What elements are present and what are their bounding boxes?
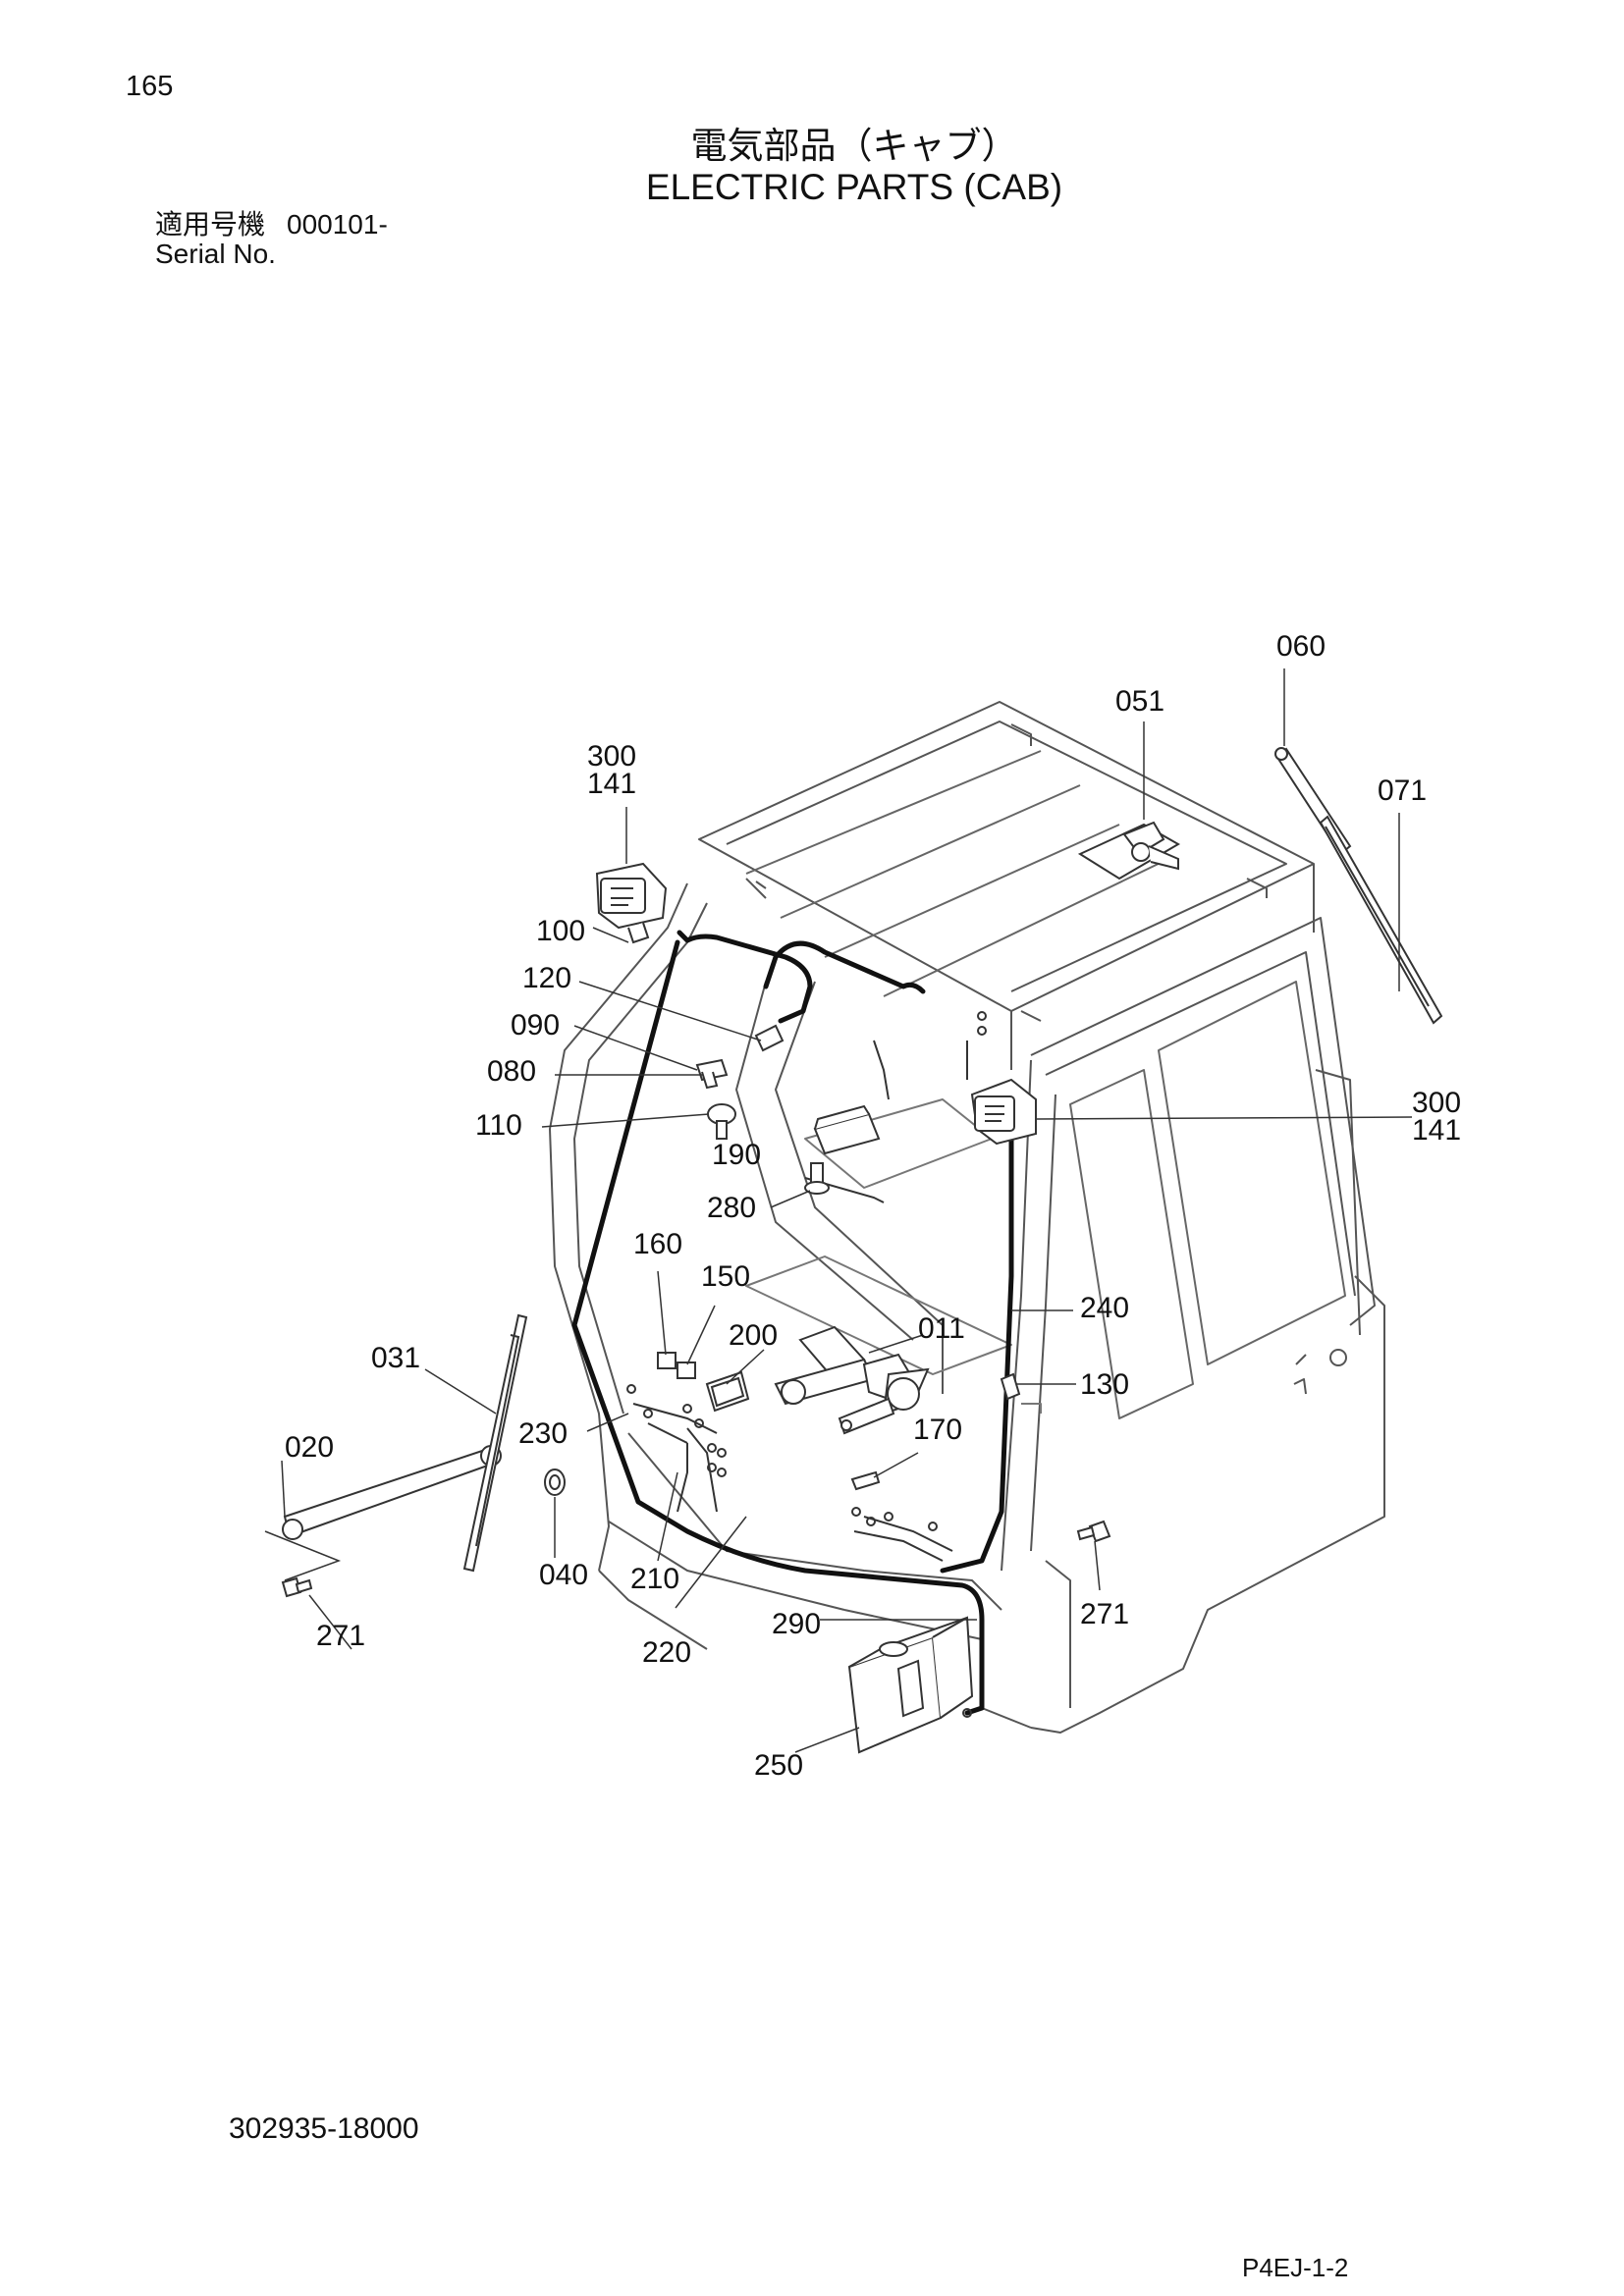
callout-100: 100	[536, 915, 585, 947]
callout-280: 280	[707, 1192, 756, 1224]
serial-label-jp: 適用号機	[155, 208, 266, 240]
callout-110: 110	[475, 1109, 522, 1142]
callout-labels: 060 051 071 300 141 100 120 090 080 110 …	[285, 630, 1461, 1782]
callout-040: 040	[539, 1559, 588, 1591]
callout-240: 240	[1080, 1292, 1129, 1324]
plug-120-icon	[754, 1024, 785, 1052]
callout-271-right: 271	[1080, 1598, 1129, 1630]
rear-wiper-blade-icon	[1319, 815, 1443, 1025]
drawing-code: 302935-18000	[229, 2112, 419, 2145]
serial-label-en: Serial No.	[155, 239, 276, 269]
callout-300-top: 300	[587, 740, 636, 773]
front-wiper-blade-icon	[462, 1313, 528, 1573]
relay-150-icon	[657, 1352, 696, 1379]
callout-020: 020	[285, 1431, 334, 1464]
serial-range: 適用号機 000101-	[155, 203, 388, 242]
clip-170-icon	[850, 1470, 881, 1491]
callout-090: 090	[511, 1009, 560, 1041]
wiring-harness	[571, 930, 1014, 1716]
callout-141-right: 141	[1412, 1114, 1461, 1147]
component-outlines	[281, 747, 1443, 1754]
harness-branches	[626, 1011, 987, 1718]
callout-150: 150	[701, 1260, 750, 1293]
switch-130-icon	[1000, 1372, 1021, 1401]
bolt-271-left-icon	[281, 1576, 313, 1598]
callout-220: 220	[642, 1636, 691, 1669]
callout-120: 120	[522, 962, 571, 994]
switch-panel-icon	[813, 1104, 881, 1155]
relay-200-icon	[705, 1370, 750, 1413]
callout-071: 071	[1378, 774, 1427, 807]
screw-280-icon	[804, 1162, 830, 1195]
callout-230: 230	[518, 1417, 568, 1450]
callout-080: 080	[487, 1055, 536, 1088]
callout-051: 051	[1115, 685, 1164, 718]
callout-300-right: 300	[1412, 1087, 1461, 1119]
callout-271-left: 271	[316, 1620, 365, 1652]
connector-080-icon	[695, 1058, 729, 1090]
switch-110-icon	[707, 1103, 736, 1140]
page-number: 165	[126, 71, 174, 102]
work-light-right-icon	[970, 1078, 1037, 1146]
callout-210: 210	[630, 1563, 679, 1595]
callout-160: 160	[633, 1228, 682, 1260]
title-japanese: 電気部品（キャブ）	[690, 125, 1018, 167]
callout-060: 060	[1276, 630, 1326, 663]
wiper-motor-rear-icon	[1077, 821, 1180, 881]
callout-130: 130	[1080, 1368, 1129, 1401]
work-light-left-icon	[595, 862, 668, 944]
callout-011: 011	[918, 1312, 965, 1345]
callout-170: 170	[913, 1414, 962, 1446]
washer-tank-icon	[847, 1616, 974, 1754]
callout-190: 190	[712, 1139, 761, 1171]
serial-value: 000101-	[287, 209, 388, 240]
bolt-271-right-icon	[1076, 1520, 1111, 1543]
leader-lines	[264, 668, 1413, 1753]
title-english: ELECTRIC PARTS (CAB)	[645, 167, 1063, 207]
front-wiper-motor-icon	[774, 1325, 930, 1435]
page-reference: P4EJ-1-2	[1242, 2253, 1349, 2282]
front-wiper-arm-icon	[282, 1445, 502, 1540]
callout-031: 031	[371, 1342, 420, 1374]
callout-250: 250	[754, 1749, 803, 1782]
callout-290: 290	[772, 1608, 821, 1640]
callout-200: 200	[729, 1319, 778, 1352]
callout-141-top: 141	[587, 768, 636, 800]
grommet-icon	[544, 1468, 566, 1496]
